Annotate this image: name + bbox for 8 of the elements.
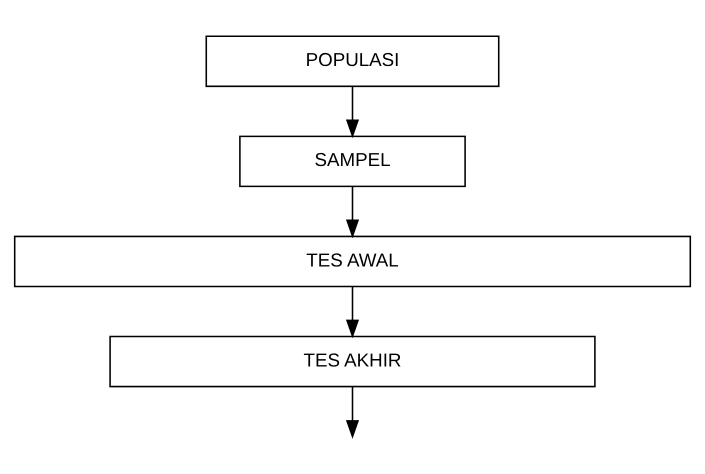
node-box: TES AWAL <box>14 236 692 288</box>
node-box: SAMPEL <box>239 136 466 188</box>
arrow <box>346 186 360 238</box>
arrow <box>346 286 360 338</box>
node-box: POPULASI <box>206 35 500 88</box>
node-box: TES AKHIR <box>109 336 596 388</box>
arrow <box>346 386 360 439</box>
arrow <box>346 86 360 138</box>
